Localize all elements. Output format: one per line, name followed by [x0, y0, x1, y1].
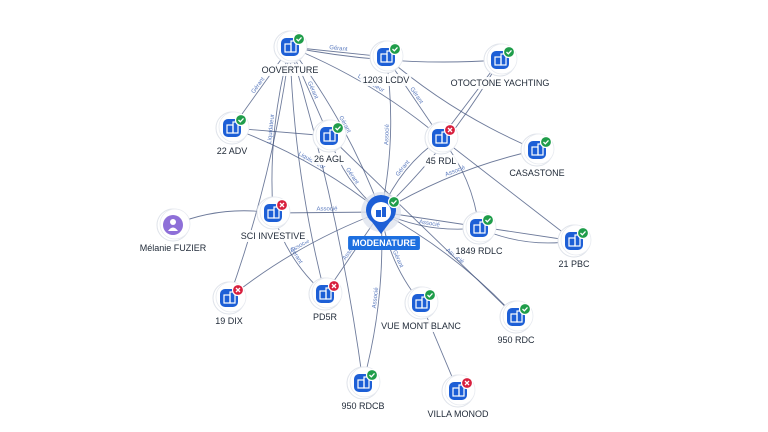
node-label: OTOCTONE YACHTING: [451, 78, 550, 88]
node-label: 1849 RDLC: [455, 246, 503, 256]
check-badge-icon: [502, 45, 516, 59]
node-label: VUE MONT BLANC: [381, 321, 461, 331]
check-badge-icon: [387, 195, 401, 209]
node-label: SCI INVESTIVE: [241, 231, 306, 241]
check-badge-icon: [331, 121, 345, 135]
edge-label: Gérant: [408, 87, 423, 106]
edge-label: Gérant: [391, 250, 404, 270]
node-pd5r[interactable]: PD5R: [308, 277, 343, 323]
edge-rdc950-modenature[interactable]: [380, 211, 517, 318]
node-dix19[interactable]: 19 DIX: [212, 281, 247, 327]
node-label: CASASTONE: [509, 168, 564, 178]
check-badge-icon: [518, 302, 532, 316]
check-badge-icon: [576, 226, 590, 240]
edge-ooverture-dix19[interactable]: [228, 46, 291, 299]
node-label: 45 RDL: [426, 156, 457, 166]
check-badge-icon: [234, 113, 248, 127]
node-label: 21 PBC: [558, 259, 590, 269]
node-rdl45[interactable]: 45 RDL: [423, 121, 459, 167]
node-ooverture[interactable]: OOVERTURE: [259, 30, 321, 76]
edge-label: Gérant: [395, 159, 411, 177]
center-node[interactable]: MODENATURE: [348, 192, 420, 250]
check-badge-icon: [423, 288, 437, 302]
edge-lcdv1203-casastone[interactable]: [385, 56, 538, 151]
node-casastone[interactable]: CASASTONE: [507, 133, 567, 179]
edge-label: Liquidateur: [267, 114, 276, 144]
edge-ooverture-pd5r[interactable]: [289, 46, 326, 295]
node-label: 22 ADV: [217, 146, 248, 156]
edge-rdl45-pbc21[interactable]: [440, 137, 575, 242]
node-label: 950 RDC: [497, 335, 535, 345]
edge-label: Associé: [316, 206, 338, 212]
edge-label: Associé: [419, 219, 441, 228]
node-label: 26 AGL: [314, 154, 344, 164]
check-badge-icon: [481, 213, 495, 227]
edge-label: Gérant: [251, 76, 267, 95]
node-vuemontblanc[interactable]: VUE MONT BLANC: [379, 286, 464, 332]
node-sciinvestive[interactable]: SCI INVESTIVE: [238, 196, 308, 242]
edge-label: Gérant: [344, 167, 359, 186]
node-label: OOVERTURE: [262, 65, 319, 75]
edge-casastone-modenature[interactable]: [380, 149, 538, 213]
node-label: 19 DIX: [215, 316, 243, 326]
error-badge-icon: [275, 198, 289, 212]
node-agl26[interactable]: 26 AGL: [311, 119, 347, 165]
node-rdc950[interactable]: 950 RDC: [495, 300, 538, 346]
edge-label: Gérant: [329, 45, 348, 53]
edge-ooverture-rdl45[interactable]: [289, 46, 442, 139]
error-badge-icon: [460, 376, 474, 390]
edge-label: Gérant: [306, 81, 319, 101]
person-icon: [168, 219, 178, 231]
edge-agl26-rdc950[interactable]: [328, 135, 517, 318]
node-villamonod[interactable]: VILLA MONOD: [425, 374, 492, 420]
error-badge-icon: [443, 123, 457, 137]
node-rdlc1849[interactable]: 1849 RDLC: [453, 211, 506, 257]
error-badge-icon: [327, 279, 341, 293]
edge-ooverture-rdcb950[interactable]: [289, 46, 364, 384]
building-icon: [376, 207, 386, 217]
node-pbc21[interactable]: 21 PBC: [556, 224, 593, 270]
node-adv22[interactable]: 22 ADV: [214, 111, 250, 157]
check-badge-icon: [388, 42, 402, 56]
check-badge-icon: [539, 135, 553, 149]
node-label: VILLA MONOD: [427, 409, 489, 419]
node-label: 950 RDCB: [341, 401, 384, 411]
nodes-layer: OOVERTURE 1203 LCDV OTOCTONE YACHTING 22 AD…: [137, 30, 593, 420]
node-rdcb950[interactable]: 950 RDCB: [339, 366, 387, 412]
node-otoctone[interactable]: OTOCTONE YACHTING: [448, 43, 552, 89]
edge-dix19-modenature[interactable]: [228, 211, 382, 299]
edge-label: Associé: [384, 123, 391, 145]
edge-label: Associé: [372, 287, 380, 309]
node-label: 1203 LCDV: [363, 75, 410, 85]
error-badge-icon: [231, 283, 245, 297]
check-badge-icon: [365, 368, 379, 382]
node-label: PD5R: [313, 312, 338, 322]
node-melanie[interactable]: Mélanie FUZIER: [137, 208, 209, 254]
center-node-label: MODENATURE: [352, 238, 416, 248]
check-badge-icon: [292, 32, 306, 46]
node-label: Mélanie FUZIER: [140, 243, 207, 253]
node-lcdv1203[interactable]: 1203 LCDV: [360, 40, 412, 86]
edge-adv22-modenature[interactable]: [231, 127, 382, 213]
